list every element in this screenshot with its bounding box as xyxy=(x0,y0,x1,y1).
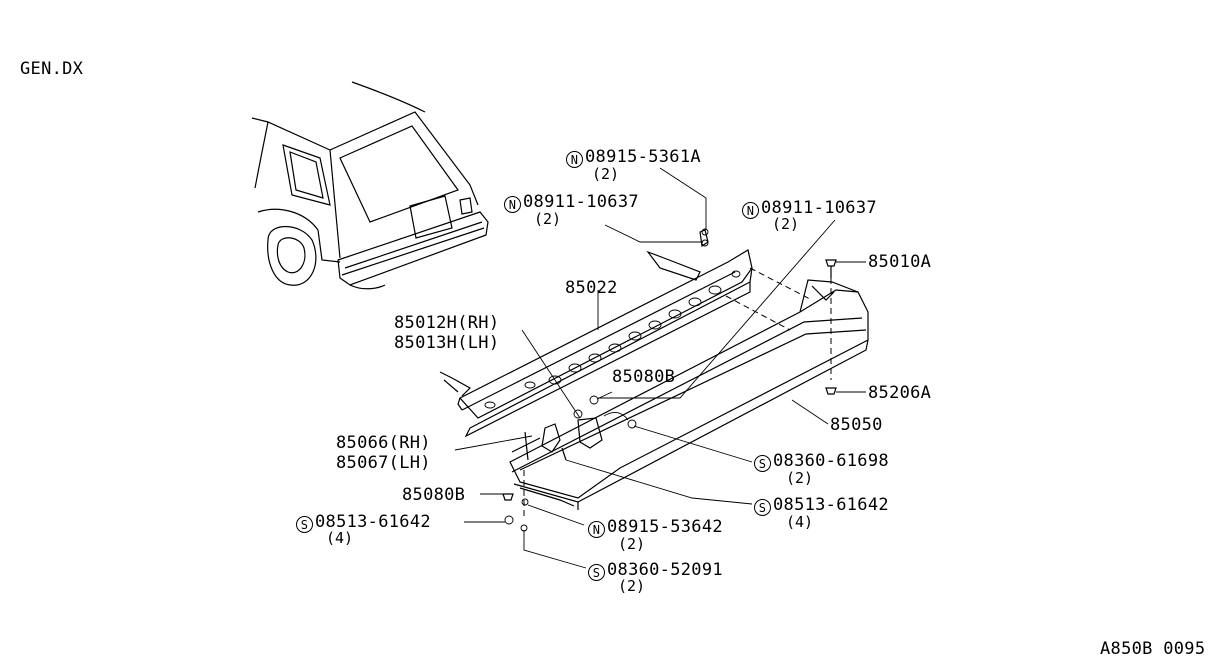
qty-08513-61642-left: (4) xyxy=(326,529,354,547)
part-number: 08915-53642 xyxy=(607,517,723,537)
vehicle-rear-illustration xyxy=(251,81,489,290)
part-number: 08360-61698 xyxy=(773,451,889,471)
bumper-fascia-85050 xyxy=(509,267,869,510)
label-85066[interactable]: 85066(RH) xyxy=(336,433,431,453)
qty-08513-61642-right: (4) xyxy=(786,513,814,531)
label-85206A[interactable]: 85206A xyxy=(868,383,932,403)
model-code: GEN.DX xyxy=(20,59,84,79)
qty-08360-52091: (2) xyxy=(618,577,646,595)
label-85012H[interactable]: 85012H(RH) xyxy=(394,313,500,333)
screw-symbol-icon: S xyxy=(588,564,605,581)
qty-08915-53642: (2) xyxy=(618,535,646,553)
screw-symbol-icon: S xyxy=(754,455,771,472)
side-brackets-85066-85067 xyxy=(524,412,629,461)
label-85022[interactable]: 85022 xyxy=(565,278,618,298)
qty-08911-10637-right: (2) xyxy=(772,215,800,233)
label-85080B-top[interactable]: 85080B xyxy=(612,367,676,387)
screw-symbol-icon: S xyxy=(754,499,771,516)
part-number: 08360-52091 xyxy=(607,560,723,580)
fastener-glyphs xyxy=(502,228,837,532)
nut-symbol-icon: N xyxy=(588,521,605,538)
leader-lines xyxy=(454,167,866,569)
label-85013H[interactable]: 85013H(LH) xyxy=(394,333,500,353)
label-85080B-bottom[interactable]: 85080B xyxy=(402,485,466,505)
label-85010A[interactable]: 85010A xyxy=(868,252,932,272)
label-85050[interactable]: 85050 xyxy=(830,415,883,435)
part-number: 08513-61642 xyxy=(773,495,889,515)
part-number: 08911-10637 xyxy=(761,198,877,218)
label-85067[interactable]: 85067(LH) xyxy=(336,453,431,473)
nut-symbol-icon: N xyxy=(504,196,521,213)
part-number: 08513-61642 xyxy=(315,512,431,532)
nut-symbol-icon: N xyxy=(742,202,759,219)
qty-08915-5361A: (2) xyxy=(592,165,620,183)
part-number: 08915-5361A xyxy=(585,147,701,167)
diagram-reference: A850B 0095 xyxy=(1100,639,1206,659)
qty-08360-61698: (2) xyxy=(786,469,814,487)
screw-symbol-icon: S xyxy=(296,516,313,533)
reinforcement-bar-85022 xyxy=(439,229,753,438)
part-number: 08911-10637 xyxy=(523,192,639,212)
nut-symbol-icon: N xyxy=(566,151,583,168)
qty-08911-10637-left: (2) xyxy=(534,210,562,228)
